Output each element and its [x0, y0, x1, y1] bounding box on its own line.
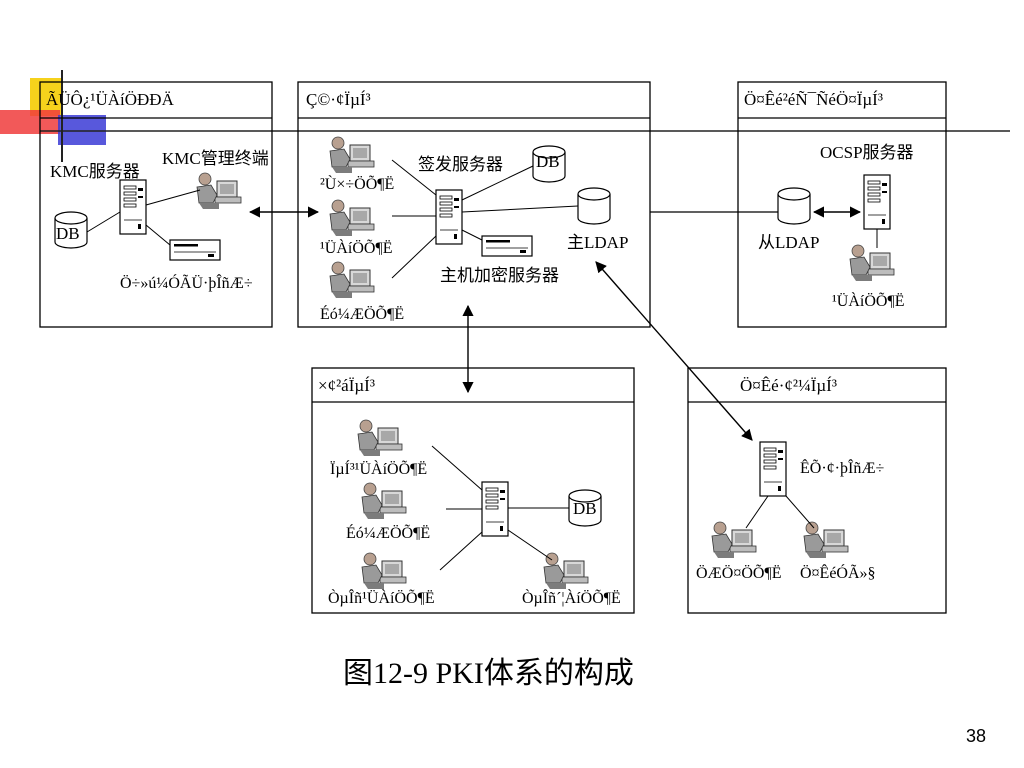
main-ldap-label: 主LDAP — [567, 233, 629, 252]
bottom-right-title: Ö¤Êé·¢²¼ÏµÍ³ — [740, 376, 837, 395]
publish-server-icon — [759, 441, 787, 497]
manage-terminal-label: ¹ÜÀíÖÕ¶Ë — [320, 240, 393, 257]
logo-red-bar — [0, 110, 60, 134]
center-box-title: Ç©·¢ÏµÍ³ — [306, 90, 371, 109]
left-db-label: DB — [56, 224, 80, 243]
arrows — [248, 206, 862, 441]
kmc-server-icon — [119, 179, 147, 235]
audit-terminal-label: Éó¼ÆÖÕ¶Ë — [320, 306, 405, 323]
ocsp-server-label: OCSP服务器 — [820, 143, 914, 162]
right-user-label: ¹ÜÀíÖÕ¶Ë — [832, 293, 905, 310]
logo-yellow-square — [30, 78, 62, 116]
bottom-audit-terminal-user-icon — [361, 482, 407, 520]
registration-server-icon — [481, 481, 509, 537]
slave-ldap-icon — [777, 187, 811, 225]
bottom-center-title: ×¢²áÏµÍ³ — [318, 376, 375, 395]
host-encrypt-server-center-icon — [481, 235, 533, 257]
bottom-db-label: DB — [573, 499, 597, 518]
sign-server-icon — [435, 189, 463, 245]
ocsp-server-icon — [863, 174, 891, 230]
cert-make-terminal-user-icon — [711, 521, 757, 559]
cert-make-terminal-label: ÖÆÖ¤ÖÕ¶Ë — [696, 565, 782, 582]
arrow-ldap-publish — [595, 261, 753, 441]
main-ldap-icon — [577, 187, 611, 225]
cert-user-icon — [803, 521, 849, 559]
right-top-box — [737, 81, 947, 328]
sign-server-label: 签发服务器 — [418, 155, 503, 174]
publish-server-label: ÊÕ·¢·þÎñÆ÷ — [800, 460, 885, 477]
business-process-terminal-label: ÒµÎñ´¦ÀíÖÕ¶Ë — [522, 590, 621, 607]
sys-manage-terminal-label: ÏµÍ³¹ÜÀíÖÕ¶Ë — [330, 461, 428, 478]
center-db-label: DB — [536, 152, 560, 171]
right-manage-terminal-user-icon — [849, 244, 895, 282]
kmc-terminal-label: KMC管理终端 — [162, 149, 269, 168]
page-number: 38 — [966, 726, 987, 746]
left-bottom-label: Ö÷»ú¼ÓÃÜ·þÎñÆ÷ — [120, 275, 253, 292]
left-box-title: ÃÜÔ¿¹ÜÀíÖÐÐÄ — [46, 90, 174, 109]
business-process-terminal-user-icon — [543, 552, 589, 590]
right-box-title: Ö¤Êé²éÑ¯ÑéÖ¤ÏµÍ³ — [744, 90, 883, 109]
host-encrypt-server-label: 主机加密服务器 — [440, 266, 559, 285]
kmc-terminal-user-icon — [196, 172, 242, 210]
kmc-server-label: KMC服务器 — [50, 162, 140, 181]
manage-terminal-user-icon — [329, 199, 375, 237]
left-box — [39, 81, 273, 328]
slave-ldap-label: 从LDAP — [758, 233, 820, 252]
bottom-center-box — [311, 367, 635, 614]
business-manage-terminal-label: ÒµÎñ¹ÜÀíÖÕ¶Ë — [328, 590, 435, 607]
figure-caption: 图12-9 PKI体系的构成 — [343, 657, 634, 690]
logo-blue-square — [58, 115, 106, 145]
cert-user-label: Ö¤ÊéÓÃ»§ — [800, 565, 876, 582]
audit-terminal-user-icon — [329, 261, 375, 299]
center-top-box — [297, 81, 651, 328]
bottom-audit-terminal-label: Éó¼ÆÖÕ¶Ë — [346, 525, 431, 542]
operator-terminal-label: ²Ù×÷ÖÕ¶Ë — [320, 176, 395, 193]
business-manage-terminal-user-icon — [361, 552, 407, 590]
sys-manage-terminal-user-icon — [357, 419, 403, 457]
operator-terminal-user-icon — [329, 136, 375, 174]
host-encrypt-server-icon — [169, 239, 221, 261]
